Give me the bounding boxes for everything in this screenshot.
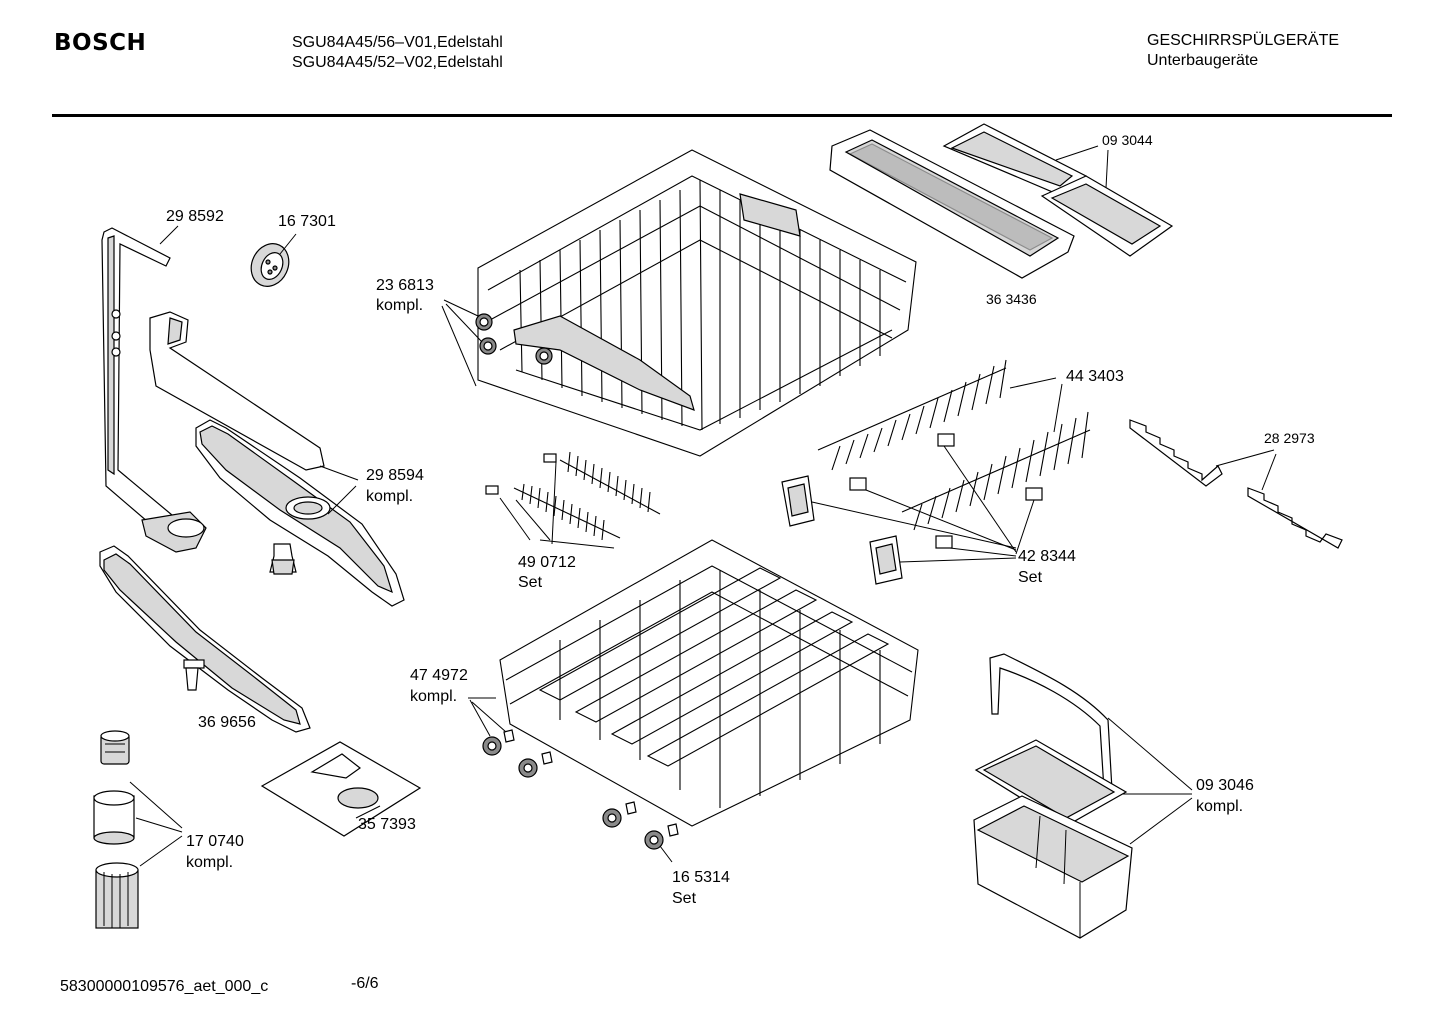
part-label-170740: 17 0740	[186, 833, 244, 850]
part-label-093044: 09 3044	[1102, 132, 1153, 148]
tine-holder-clips	[781, 433, 1043, 585]
fine-filter-plate	[260, 741, 422, 837]
part-note-093046: kompl.	[1196, 798, 1243, 815]
part-label-298592: 29 8592	[166, 208, 224, 225]
part-label-474972: 47 4972	[410, 667, 468, 684]
cutlery-tray-insert-top	[942, 123, 1088, 197]
part-label-357393: 35 7393	[358, 816, 416, 833]
part-label-165314: 16 5314	[672, 869, 730, 886]
part-note-428344: Set	[1018, 569, 1043, 586]
brand-logo: BOSCH	[54, 30, 147, 56]
category-block: GESCHIRRSPÜLGERÄTE Unterbaugeräte	[1147, 31, 1339, 71]
part-note-298594: kompl.	[366, 488, 413, 505]
tine-rails-set	[485, 451, 661, 541]
part-label-282973: 28 2973	[1264, 430, 1315, 446]
part-note-490712: Set	[518, 574, 543, 591]
document-id: 58300000109576_aet_000_c	[60, 978, 269, 995]
cutlery-tray-insert-bottom	[1040, 175, 1174, 257]
lower-basket-racks	[538, 567, 890, 808]
model-line-2: SGU84A45/52–V02,Edelstahl	[292, 54, 503, 71]
header-divider	[52, 114, 1392, 117]
part-label-363436: 36 3436	[986, 291, 1037, 307]
part-note-474972: kompl.	[410, 688, 457, 705]
part-label-093046: 09 3046	[1196, 777, 1254, 794]
cutlery-tray	[829, 129, 1075, 279]
part-label-298594: 29 8594	[366, 467, 424, 484]
filter-assembly	[93, 730, 139, 929]
part-label-236813: 23 6813	[376, 277, 434, 294]
leader-lines	[129, 145, 1277, 867]
cup-rack-steps	[1129, 419, 1343, 549]
part-label-443403: 44 3403	[1066, 368, 1124, 385]
spray-nozzle-cap	[250, 243, 290, 287]
category-title: GESCHIRRSPÜLGERÄTE	[1147, 32, 1340, 49]
part-label-369656: 36 9656	[198, 714, 256, 731]
part-note-165314: Set	[672, 890, 697, 907]
page-number: -6/6	[351, 975, 379, 992]
model-line-1: SGU84A45/56–V01,Edelstahl	[292, 34, 503, 51]
upper-spray-arm-assembly	[149, 311, 405, 607]
cutlery-basket	[973, 653, 1133, 939]
folding-tine-rows	[817, 359, 1091, 531]
part-note-170740: kompl.	[186, 854, 233, 871]
spray-supply-pipe	[101, 227, 207, 553]
model-list: SGU84A45/56–V01,Edelstahl SGU84A45/52–V0…	[292, 33, 503, 73]
lower-spray-arm	[99, 545, 311, 733]
category-subtitle: Unterbaugeräte	[1147, 52, 1259, 69]
lower-basket	[482, 539, 919, 850]
upper-basket	[475, 149, 917, 457]
part-label-167301: 16 7301	[278, 213, 336, 230]
part-label-490712: 49 0712	[518, 554, 576, 571]
part-note-236813: kompl.	[376, 297, 423, 314]
upper-basket-tines	[519, 179, 881, 431]
part-label-428344: 42 8344	[1018, 548, 1076, 565]
